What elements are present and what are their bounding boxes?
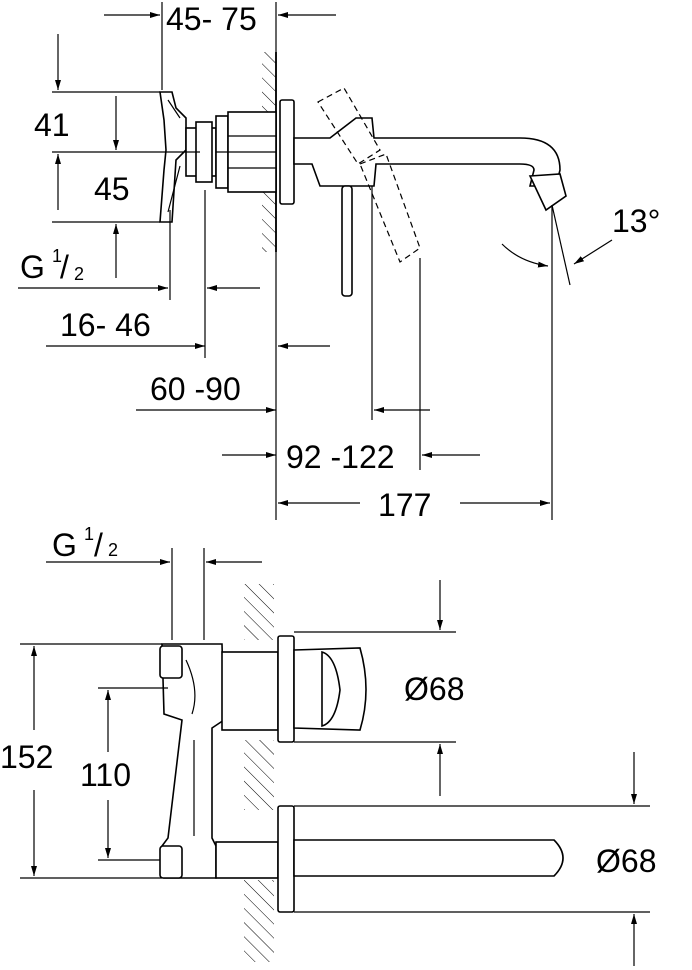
svg-text:/: / (60, 249, 69, 285)
svg-text:G: G (52, 527, 77, 563)
handle-side (159, 91, 187, 223)
front-view: G 1 / 2 (0, 524, 656, 966)
mixer-body-front (159, 643, 279, 879)
dim-177: 177 (378, 487, 431, 523)
dim-45: 45 (94, 171, 130, 207)
dim-16-46: 16- 46 (60, 307, 151, 343)
dim-wall-thickness: 45- 75 (166, 1, 257, 37)
dim-152: 152 (0, 739, 53, 775)
dim-110: 110 (80, 757, 131, 793)
svg-text:1: 1 (84, 524, 94, 544)
svg-text:/: / (94, 527, 103, 563)
rosette-handle-front (277, 635, 295, 743)
thread-label-side: G 1 / 2 (20, 246, 84, 285)
wall-hatch-bottom (244, 584, 274, 962)
angle-13: 13° (612, 203, 660, 239)
dim-41: 41 (34, 107, 70, 143)
dia-spout: Ø68 (596, 843, 656, 879)
side-view: 45- 75 41 45 G 1 / 2 16- 46 60 -90 92 -1… (18, 1, 660, 523)
svg-text:2: 2 (108, 540, 118, 560)
handle-front (293, 647, 367, 731)
spout-front (293, 839, 564, 877)
rosette-side (279, 99, 295, 205)
svg-text:G: G (20, 249, 45, 285)
svg-text:1: 1 (52, 246, 62, 266)
rosette-spout-front (277, 805, 295, 913)
svg-text:2: 2 (74, 264, 84, 284)
spout-side (293, 87, 567, 297)
dim-92-122: 92 -122 (286, 439, 395, 475)
thread-label-front: G 1 / 2 (52, 524, 118, 563)
dim-60-90: 60 -90 (150, 371, 241, 407)
dia-handle: Ø68 (404, 671, 464, 707)
